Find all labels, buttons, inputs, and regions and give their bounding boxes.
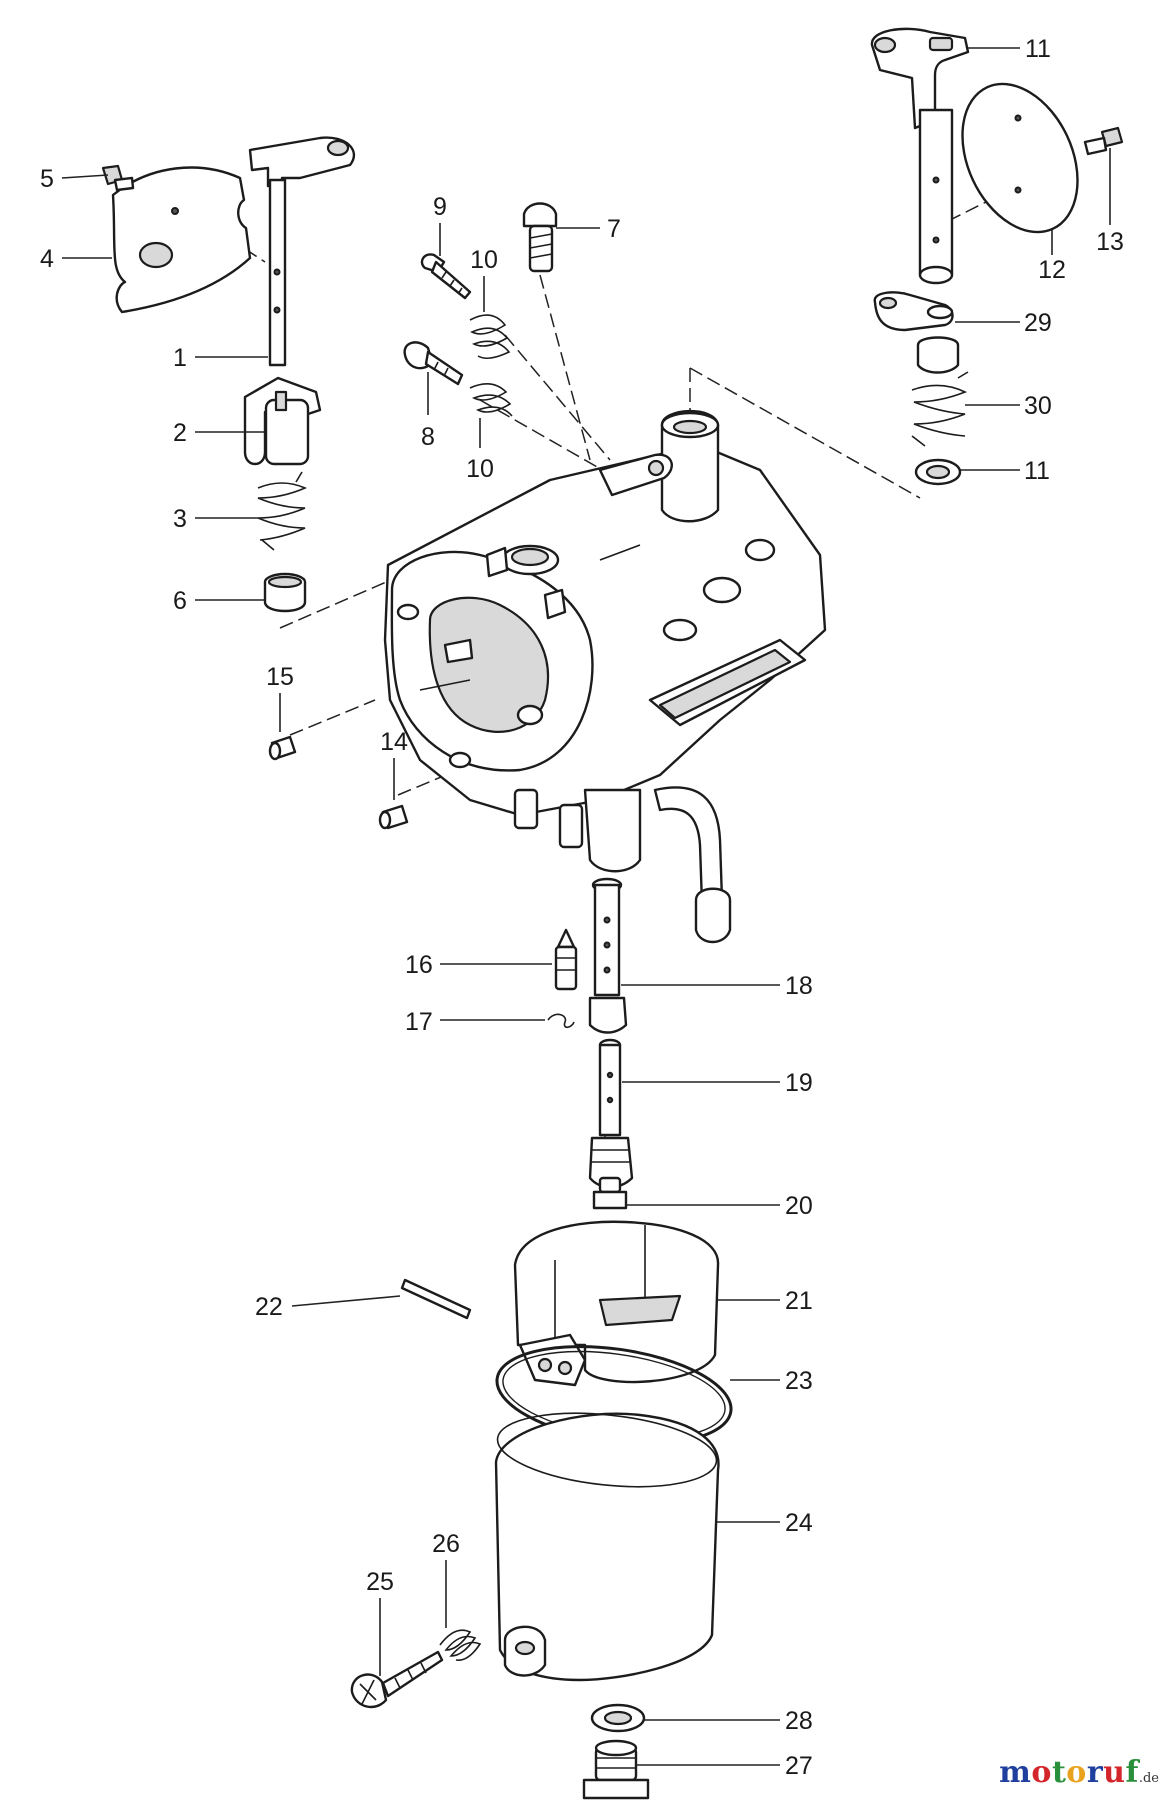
plug-part-15 [378, 804, 409, 830]
callout-14: 13 [1096, 228, 1124, 256]
washer-part-12 [914, 458, 962, 486]
watermark-letter: o [1031, 1755, 1052, 1790]
callout-12: 11 [1024, 457, 1050, 485]
bolt-part-28 [582, 1739, 650, 1800]
callout-19: 18 [785, 972, 813, 1000]
callout-10-upper: 10 [470, 246, 498, 274]
main-jet-part-21 [592, 1176, 628, 1210]
callout-30: 29 [1024, 309, 1052, 337]
plug-part-16 [268, 735, 297, 761]
callout-6: 6 [173, 587, 187, 615]
watermark-letter: t [1051, 1755, 1067, 1790]
screw-part-8 [403, 341, 464, 386]
callout-18: 17 [405, 1008, 433, 1036]
callout-5: 5 [40, 165, 54, 193]
callout-13: 12 [1038, 256, 1066, 284]
callout-25: 24 [785, 1509, 813, 1537]
float-pin-part-23 [400, 1278, 472, 1320]
choke-lever-part-30 [873, 291, 960, 374]
spring-part-10-upper [469, 314, 511, 360]
callout-8: 8 [421, 423, 435, 451]
choke-valve-part-13 [961, 82, 1079, 234]
callout-24: 23 [785, 1367, 813, 1395]
float-part-22 [513, 1220, 720, 1387]
callout-7: 7 [607, 215, 621, 243]
main-jet-holder-part-20 [588, 1038, 634, 1189]
float-bowl-part-25 [494, 1412, 720, 1682]
callout-21: 20 [785, 1192, 813, 1220]
watermark-letter: o [1066, 1755, 1087, 1790]
spring-part-31 [911, 371, 969, 447]
watermark-letter: m [999, 1755, 1032, 1790]
choke-shaft-part-11 [870, 27, 970, 285]
clip-part-18 [547, 1013, 575, 1029]
callouts: 5 4 1 2 3 6 15 14 9 10 7 8 10 [40, 35, 1124, 1780]
watermark-text: motoruf [999, 1755, 1139, 1790]
callout-4: 4 [40, 245, 54, 273]
screw-part-5 [101, 164, 135, 192]
throttle-shaft-part-1 [248, 136, 356, 367]
watermark-letter: r [1086, 1755, 1104, 1790]
callout-1: 1 [173, 344, 187, 372]
spring-part-10-lower [469, 383, 513, 417]
needle-valve-part-17 [554, 928, 578, 991]
screw-part-7 [522, 202, 558, 273]
screw-part-9 [420, 253, 472, 300]
callout-20: 19 [785, 1069, 813, 1097]
drain-screw-part-26 [350, 1650, 444, 1709]
callout-17: 16 [405, 951, 433, 979]
callout-15: 14 [380, 728, 408, 756]
spring-part-3 [257, 471, 308, 551]
callout-16: 15 [266, 663, 294, 691]
washer-part-29 [590, 1703, 646, 1733]
cap-part-6 [263, 572, 307, 613]
callout-3: 3 [173, 505, 187, 533]
watermark-tld: .de [1138, 1771, 1159, 1786]
callout-22: 21 [785, 1287, 813, 1315]
callout-23: 22 [255, 1293, 283, 1321]
carburetor-body [383, 409, 827, 944]
callout-10-lower: 10 [466, 455, 494, 483]
callout-2: 2 [173, 419, 187, 447]
spring-part-27 [439, 1629, 482, 1661]
callout-29: 28 [785, 1707, 813, 1735]
lever-sleeve-part-2 [243, 376, 322, 466]
callout-26: 25 [366, 1568, 394, 1596]
watermark-letter: f [1125, 1755, 1139, 1790]
callout-28: 27 [785, 1752, 813, 1780]
callout-31: 30 [1024, 392, 1052, 420]
motoruf-watermark-logo: motoruf.de [999, 1755, 1159, 1790]
callout-27: 26 [432, 1530, 460, 1558]
emulsion-tube-part-19 [588, 877, 628, 1034]
callout-9: 9 [433, 193, 447, 221]
throttle-plate-part-4 [111, 166, 252, 314]
screw-part-14 [1083, 126, 1124, 156]
watermark-letter: u [1103, 1755, 1126, 1790]
callout-11: 11 [1025, 35, 1051, 63]
